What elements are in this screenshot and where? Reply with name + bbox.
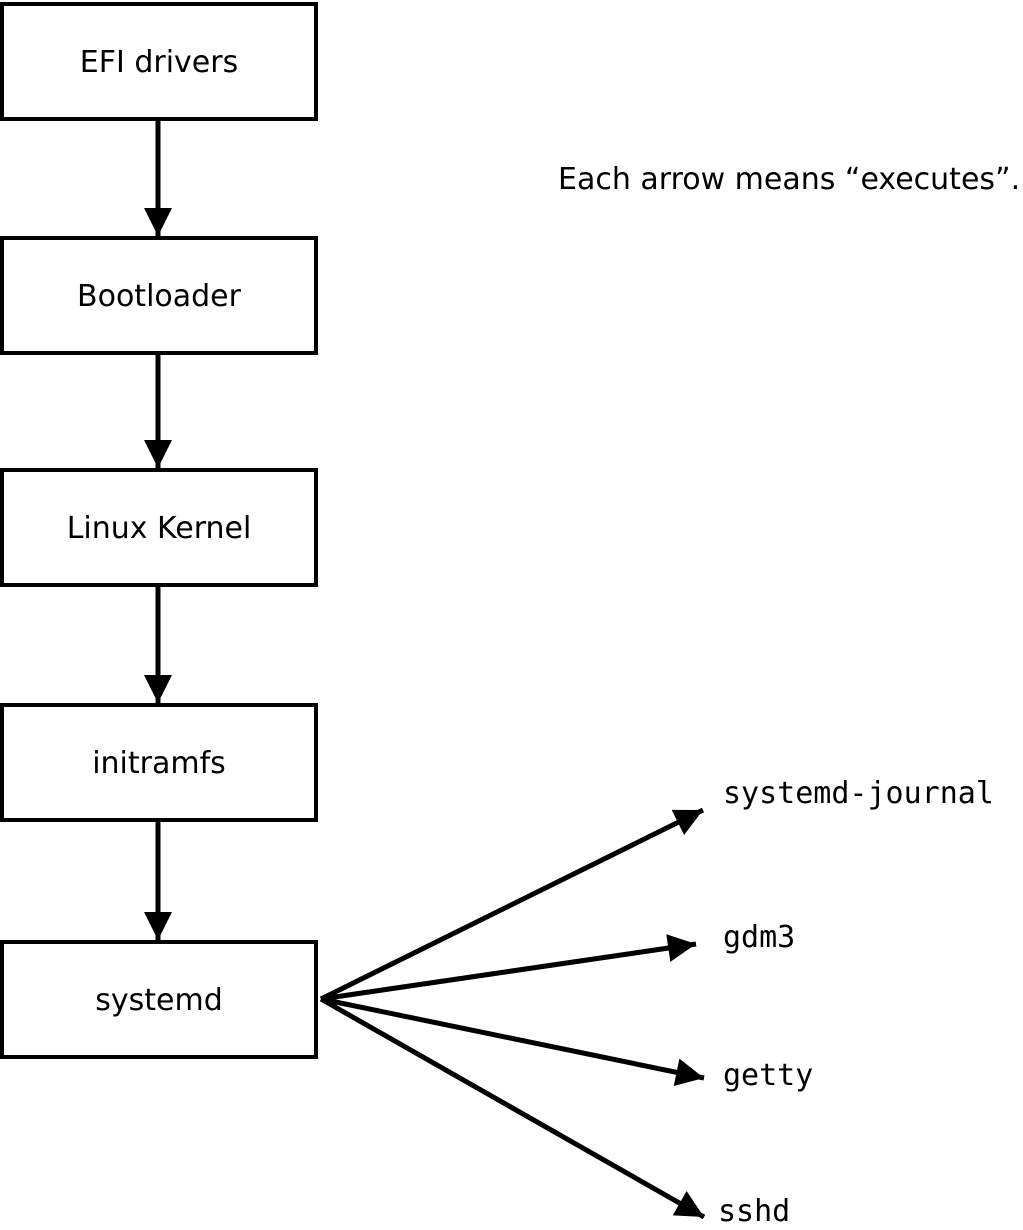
node-box xyxy=(0,236,318,355)
arrow-systemd-to-getty xyxy=(320,996,705,1087)
service-label-getty: getty xyxy=(723,1058,813,1093)
service-label-gdm3: gdm3 xyxy=(723,920,795,955)
arrow-systemd-to-sshd xyxy=(319,996,706,1220)
node-label: systemd xyxy=(95,983,223,1018)
node-systemd: systemd xyxy=(0,940,318,1059)
service-label-sshd: sshd xyxy=(718,1194,790,1229)
node-box xyxy=(0,2,318,121)
node-label: EFI drivers xyxy=(80,45,238,80)
diagram-caption: Each arrow means “executes”. xyxy=(558,162,1020,197)
node-label: initramfs xyxy=(92,746,226,781)
node-label: Linux Kernel xyxy=(67,511,252,546)
arrow-systemd-to-systemd-journal xyxy=(319,807,705,1002)
service-label-systemd-journal: systemd-journal xyxy=(723,776,994,811)
node-bootloader: Bootloader xyxy=(0,236,318,355)
node-box xyxy=(0,940,318,1059)
node-label: Bootloader xyxy=(77,279,242,314)
node-initramfs: initramfs xyxy=(0,703,318,822)
node-box xyxy=(0,468,318,587)
arrow-systemd-to-gdm3 xyxy=(320,934,697,1002)
node-box xyxy=(0,703,318,822)
node-linux-kernel: Linux Kernel xyxy=(0,468,318,587)
node-efi-drivers: EFI drivers xyxy=(0,2,318,121)
